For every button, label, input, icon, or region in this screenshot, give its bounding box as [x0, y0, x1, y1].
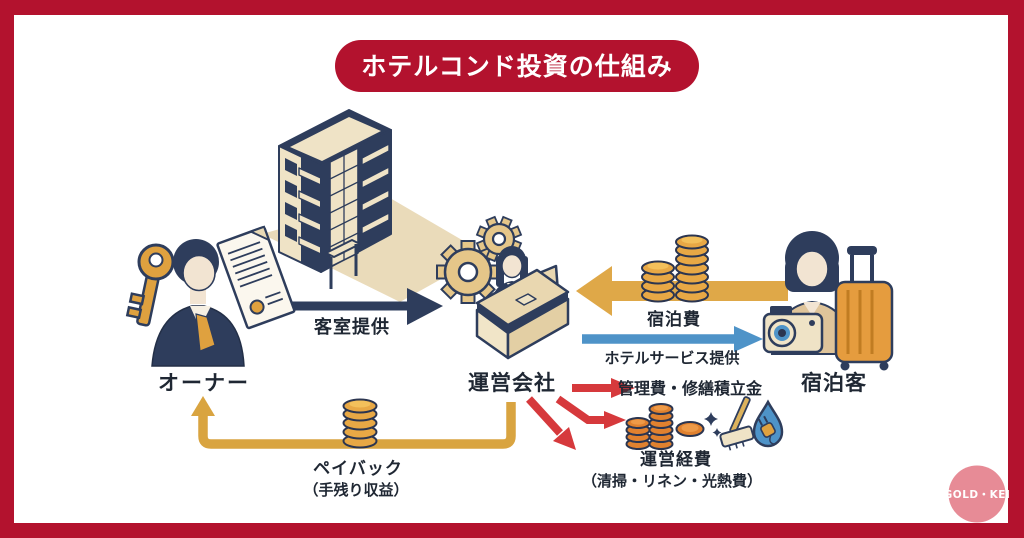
document-icon: [216, 225, 296, 330]
payback-coins-icon: [342, 398, 378, 449]
broom-icon: [704, 396, 755, 451]
building-icon: [278, 109, 392, 289]
operating-expense-arrow-lower: [526, 396, 576, 450]
expense-coins-icon: [625, 403, 705, 450]
management-fee-arrow: [572, 378, 635, 398]
management-fee-label: 管理費・修繕積立金: [618, 379, 763, 398]
camera-icon: [762, 306, 824, 354]
company-label: 運営会社: [468, 371, 556, 395]
title-banner: ホテルコンド投資の仕組み: [335, 40, 699, 92]
logo-badge: GOLD・KEI: [944, 465, 1011, 523]
operating-expenses-detail-label: （清掃・リネン・光熱費）: [582, 472, 762, 490]
hotel-service-arrow: [582, 326, 763, 352]
operating-expenses-label: 運営経費: [640, 449, 712, 470]
key-icon: [125, 243, 175, 327]
title-pill: [335, 40, 699, 92]
coin-stack-icon: [641, 234, 709, 303]
utility-drop-icon: [752, 399, 784, 448]
operating-expense-arrow-upper: [555, 395, 626, 429]
owner-label: オーナー: [158, 371, 250, 395]
keyboard-icon: [515, 293, 537, 306]
owner-person-icon: [151, 239, 245, 367]
suitcase-icon: [834, 246, 894, 371]
payback-detail-label: （手残り収益）: [303, 481, 408, 499]
logo-text: GOLD・KEI: [944, 489, 1011, 501]
accommodation-fee-label: 宿泊費: [647, 309, 701, 330]
page-title: ホテルコンド投資の仕組み: [361, 52, 673, 81]
hotel-service-label: ホテルサービス提供: [604, 349, 739, 367]
guest-label: 宿泊客: [801, 371, 867, 395]
reception-desk-icon: [475, 246, 570, 360]
seal-icon: [249, 299, 265, 315]
room-provision-label: 客室提供: [314, 316, 390, 338]
payback-label: ペイバック: [313, 459, 403, 479]
